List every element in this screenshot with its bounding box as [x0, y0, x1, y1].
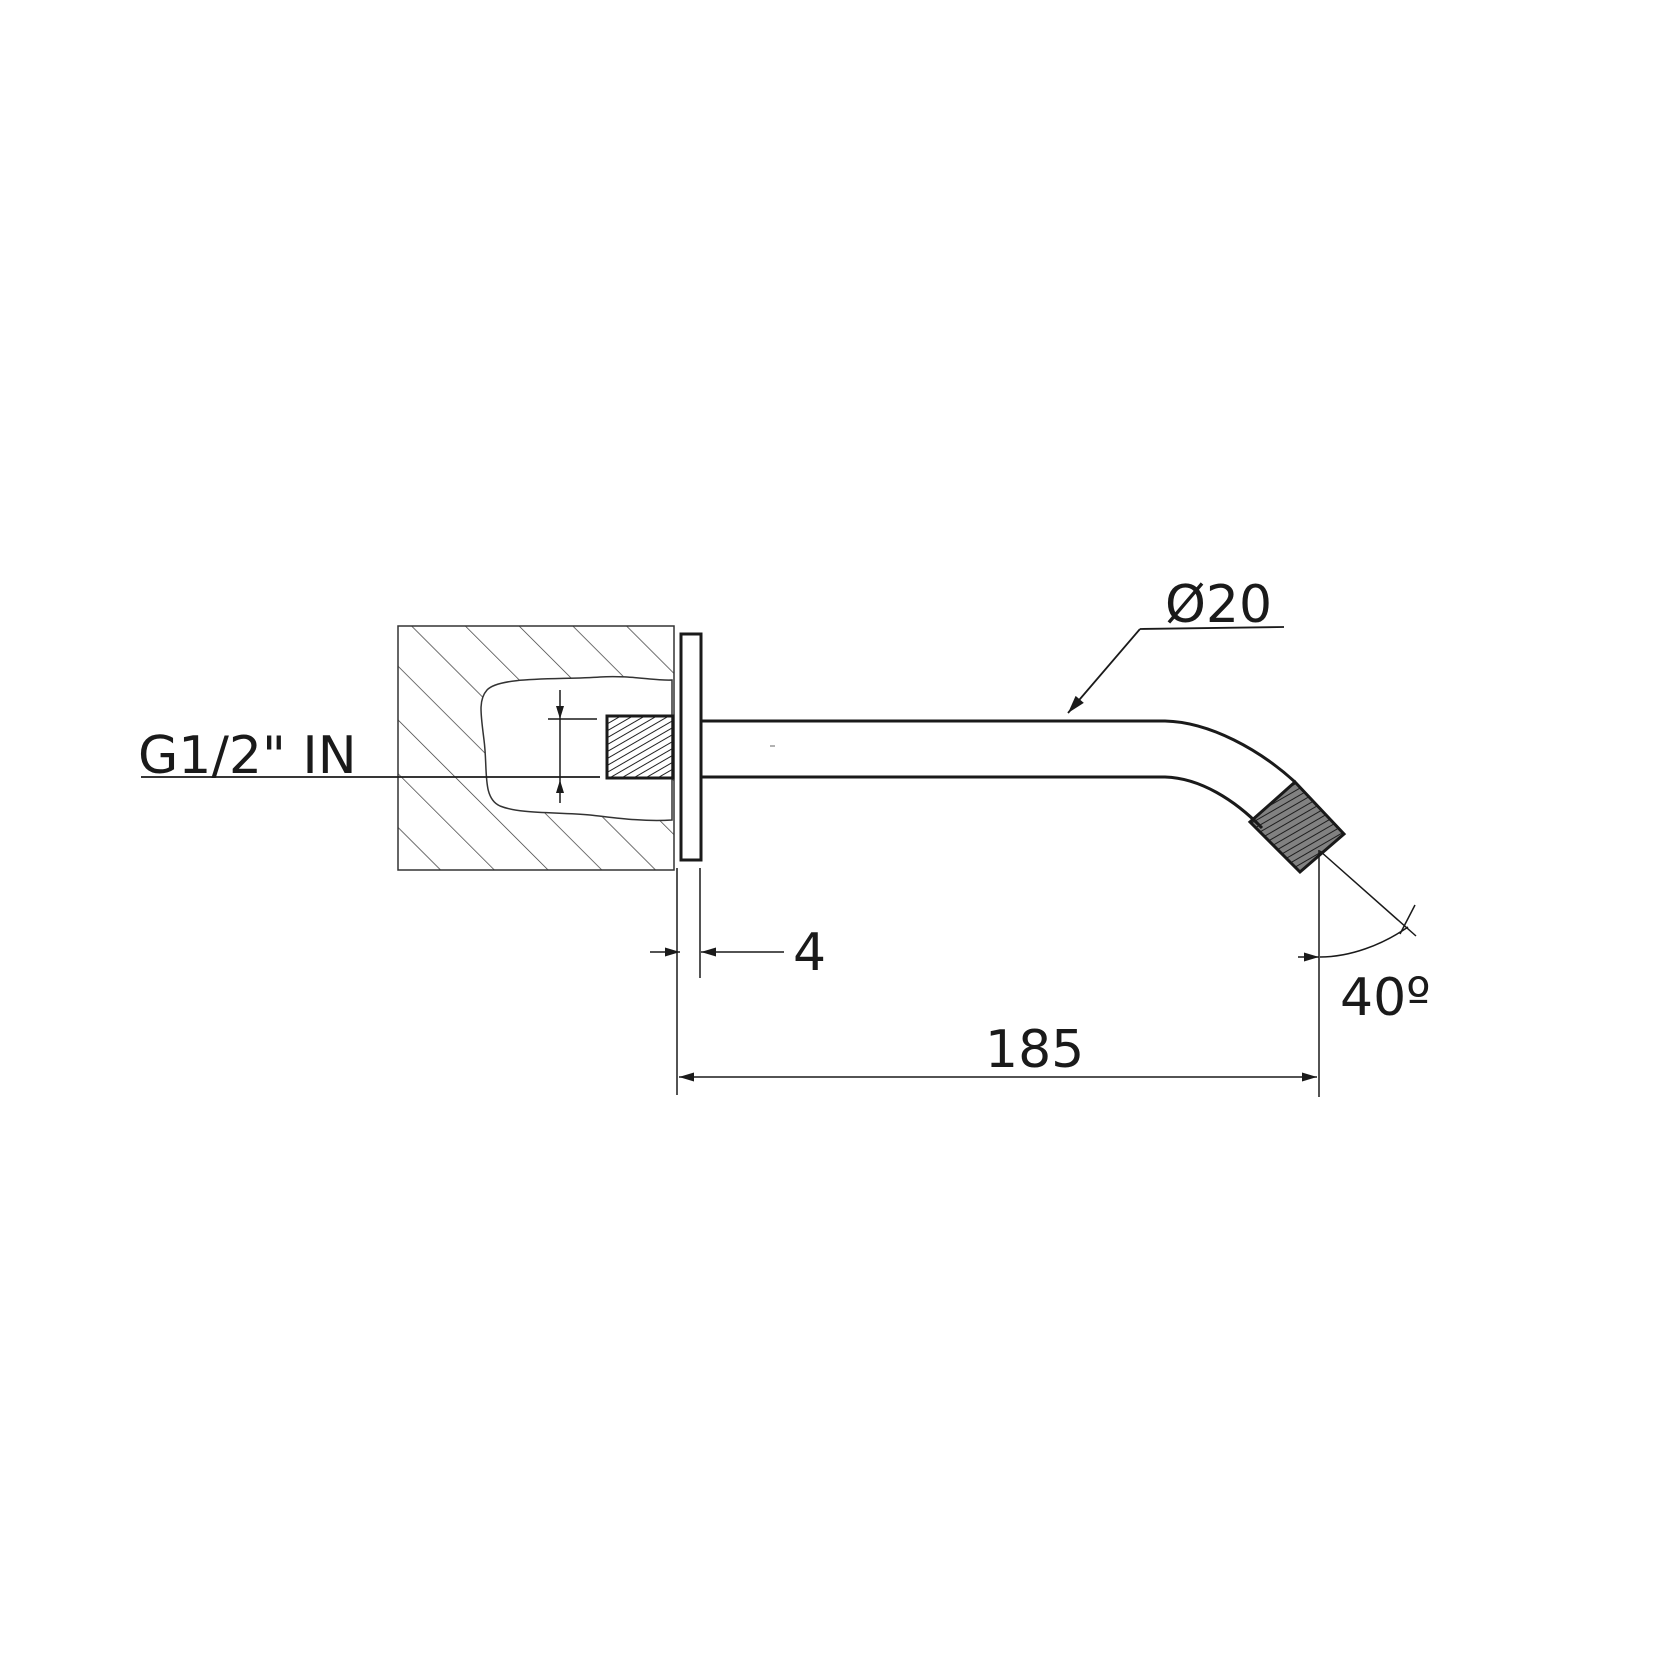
wall-cavity: [480, 675, 673, 822]
spout-body: [701, 719, 1297, 830]
flange-thickness-label: 4: [793, 923, 826, 983]
diameter-label: Ø20: [1165, 575, 1272, 635]
inlet-label: G1/2" IN: [138, 726, 357, 786]
projection-dimension: 185: [679, 1020, 1317, 1082]
flange-thickness-dimension: 4: [650, 868, 826, 983]
angle-label: 40º: [1340, 968, 1431, 1028]
extension-lines: [676, 850, 1320, 1097]
wall-flange: [679, 632, 703, 862]
diameter-annotation: Ø20: [1067, 575, 1285, 714]
projection-label: 185: [985, 1020, 1084, 1080]
angle-dimension: 40º: [1298, 850, 1431, 1028]
inlet-annotation: G1/2" IN: [138, 726, 600, 786]
thread-diameter-indicator: [548, 690, 597, 803]
threaded-connector: [605, 714, 675, 780]
aerator: [1247, 779, 1347, 875]
